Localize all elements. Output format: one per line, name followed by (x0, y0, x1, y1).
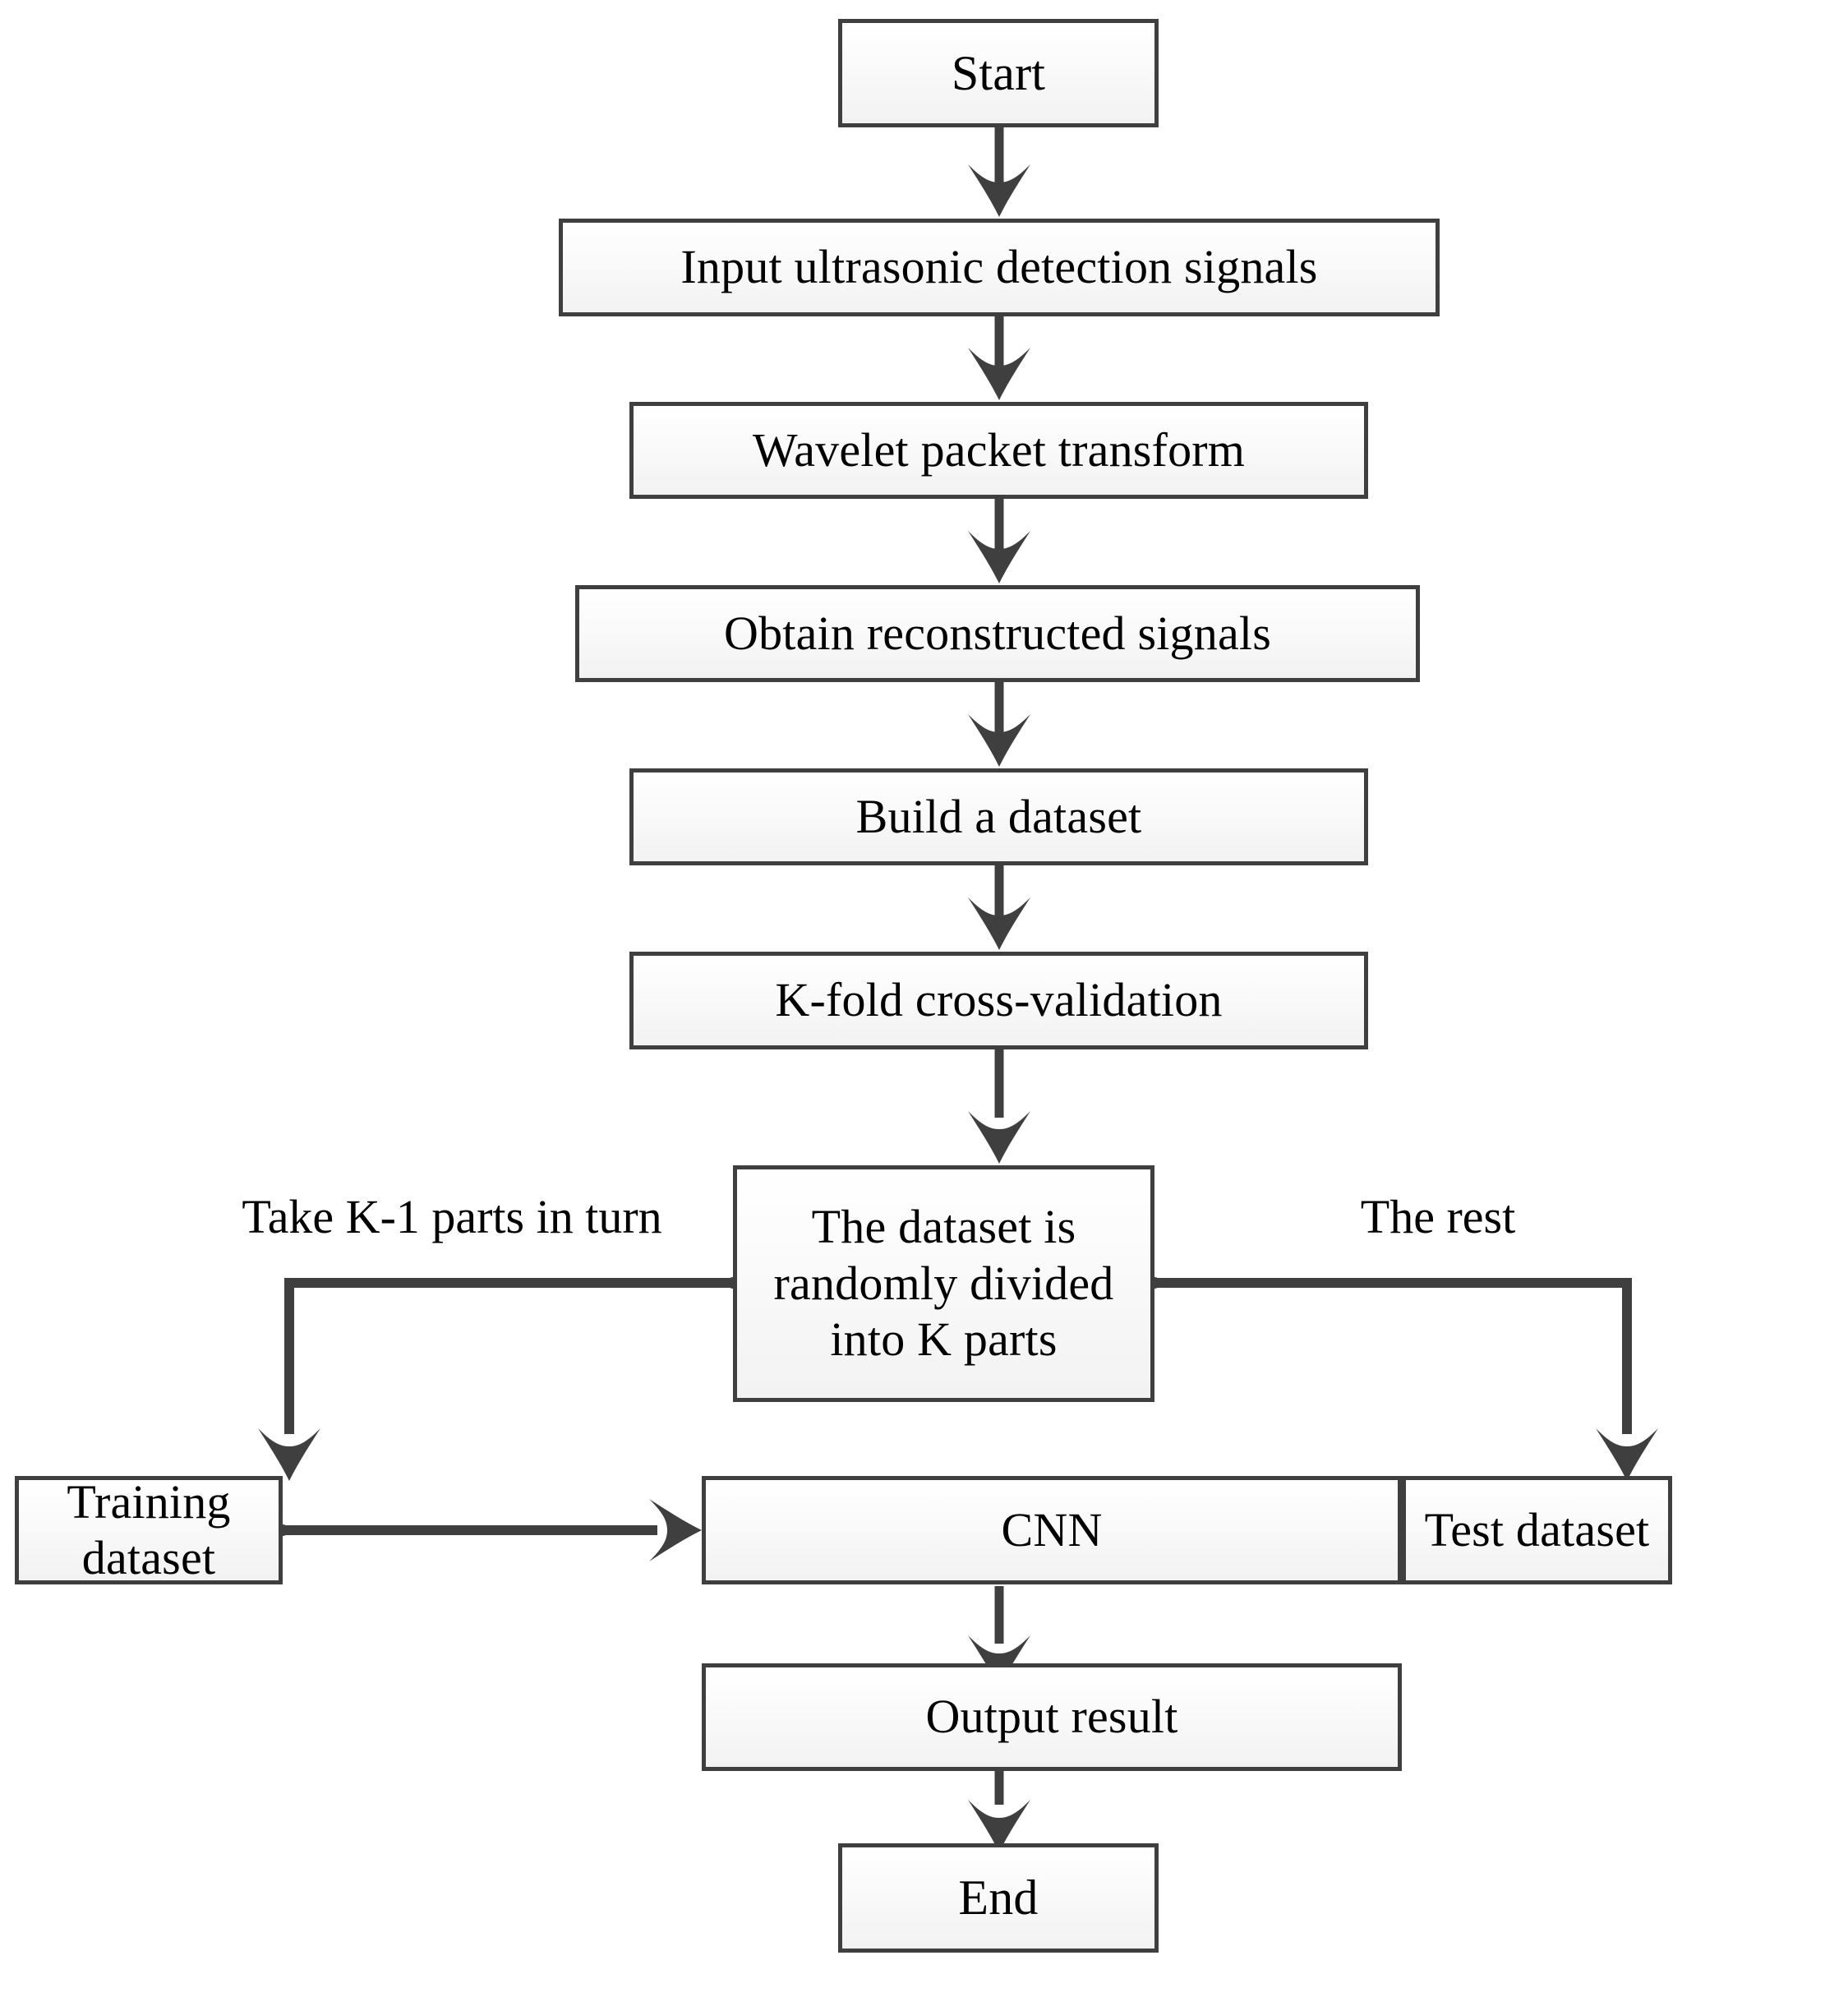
node-output-label: Output result (925, 1690, 1178, 1744)
node-training-label: Training dataset (67, 1474, 231, 1584)
node-kfold-label: K-fold cross-validation (775, 973, 1223, 1027)
node-cnn[interactable]: CNN (702, 1476, 1402, 1584)
node-training-dataset[interactable]: Training dataset (15, 1474, 283, 1584)
edge-label-take-k-1-parts-in-turn: Take K-1 parts in turn (242, 1190, 662, 1243)
edge-kfold-to-split (968, 1049, 1030, 1164)
edge-start-to-input (968, 127, 1030, 217)
node-output-result[interactable]: Output result (702, 1663, 1402, 1771)
node-test-label: Test dataset (1424, 1502, 1650, 1557)
node-cnn-label: CNN (1001, 1502, 1103, 1557)
edge-input-to-wavelet (968, 316, 1030, 400)
edge-wavelet-to-obtain (968, 499, 1030, 583)
node-build-label: Build a dataset (855, 789, 1142, 843)
node-wavelet-label: Wavelet packet transform (752, 422, 1246, 477)
node-input-ultrasonic-detection-signals[interactable]: Input ultrasonic detection signals (559, 219, 1440, 316)
node-dataset-randomly-divided[interactable]: The dataset is randomly divided into K p… (733, 1165, 1154, 1402)
node-start[interactable]: Start (838, 19, 1159, 127)
edge-obtain-to-build (968, 682, 1030, 767)
edge-output-to-end (968, 1771, 1030, 1852)
edge-split-to-training (258, 1277, 739, 1481)
node-start-label: Start (951, 45, 1046, 100)
node-test-dataset[interactable]: Test dataset (1402, 1476, 1672, 1584)
edge-training-to-cnn (277, 1499, 702, 1561)
node-end[interactable]: End (838, 1843, 1159, 1953)
node-wavelet-packet-transform[interactable]: Wavelet packet transform (629, 402, 1368, 499)
edge-split-to-test (1149, 1277, 1658, 1481)
node-input-label: Input ultrasonic detection signals (680, 240, 1318, 294)
edge-build-to-kfold (968, 865, 1030, 950)
node-build-a-dataset[interactable]: Build a dataset (629, 768, 1368, 865)
node-k-fold-cross-validation[interactable]: K-fold cross-validation (629, 952, 1368, 1049)
node-split-label: The dataset is randomly divided into K p… (773, 1200, 1114, 1367)
node-obtain-label: Obtain reconstructed signals (724, 606, 1271, 660)
node-obtain-reconstructed-signals[interactable]: Obtain reconstructed signals (575, 585, 1420, 682)
edge-label-the-rest: The rest (1360, 1190, 1516, 1243)
node-end-label: End (958, 1870, 1039, 1926)
